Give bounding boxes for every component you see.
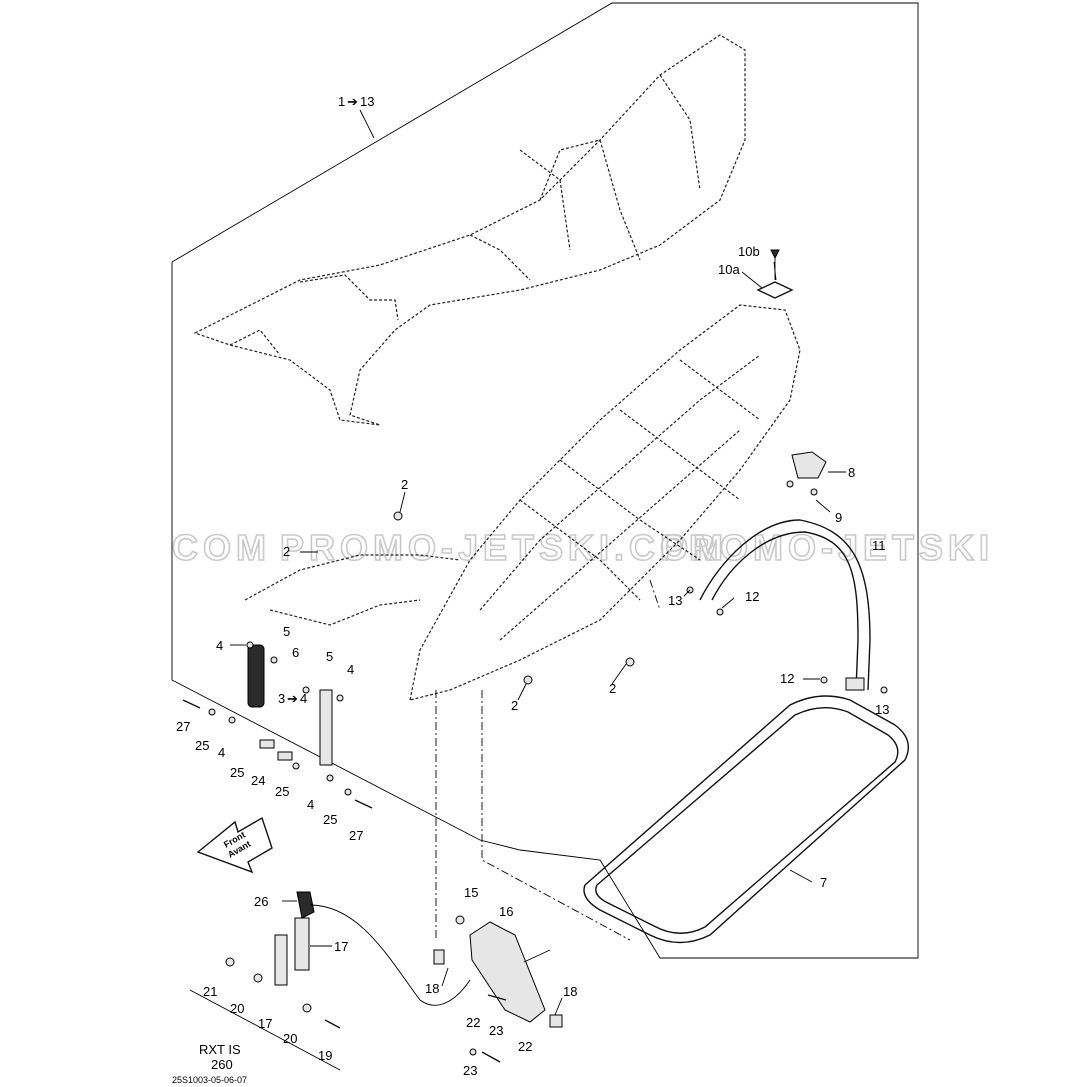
callout-2-top: 2 — [401, 477, 408, 492]
callout-20-a: 20 — [230, 1001, 244, 1016]
cable-line — [309, 904, 471, 1006]
callout-15: 15 — [464, 885, 478, 900]
callout-13-bottom: 13 — [875, 702, 889, 717]
watermark-left: COM — [172, 527, 271, 568]
callout-22-a: 22 — [466, 1015, 480, 1030]
seal-7 — [583, 695, 909, 944]
hinge-bracket-16 — [433, 915, 563, 1028]
callout-4-b: 4 — [347, 662, 354, 677]
callout-4-d: 4 — [307, 797, 314, 812]
callout-labels: 1 ➔ 13 10b 10a 8 9 11 2 2 2 2 13 12 12 1… — [176, 94, 889, 1078]
callout-18-a: 18 — [425, 981, 439, 996]
latch-8 — [786, 451, 827, 496]
watermark: COM PROMO-JETSKI.COM PROMO-JETSKI — [171, 526, 994, 569]
seat-base-frame — [244, 304, 801, 701]
callout-1: 1 — [338, 94, 345, 109]
callout-19: 19 — [318, 1048, 332, 1063]
callout-22-b: 22 — [518, 1039, 532, 1054]
callout-17-b: 17 — [258, 1016, 272, 1031]
callout-25-b: 25 — [230, 765, 244, 780]
callout-1-arrow: ➔ — [347, 94, 358, 109]
callout-1-range-end: 13 — [360, 94, 374, 109]
callout-2-left: 2 — [283, 544, 290, 559]
callout-16: 16 — [499, 904, 513, 919]
callout-4-a: 4 — [216, 638, 223, 653]
callout-3-arrow: ➔ — [287, 691, 298, 706]
callout-17-a: 17 — [334, 939, 348, 954]
callout-4-c: 4 — [218, 745, 225, 760]
callout-11: 11 — [872, 538, 886, 553]
callout-20-b: 20 — [283, 1031, 297, 1046]
variant-note-line2: 260 — [211, 1057, 233, 1072]
callout-3: 3 — [278, 691, 285, 706]
variant-note-line1: RXT IS — [199, 1042, 241, 1057]
watermark-middle: PROMO-JETSKI.COM — [280, 527, 728, 568]
callout-23-b: 23 — [463, 1063, 477, 1078]
variant-note: RXT IS 260 — [199, 1042, 241, 1072]
callout-12-bottom: 12 — [780, 671, 794, 686]
callout-26: 26 — [254, 894, 268, 909]
callout-2-bottom: 2 — [511, 698, 518, 713]
watermark-right: PROMO-JETSKI — [660, 527, 994, 568]
callout-23-a: 23 — [489, 1023, 503, 1038]
callout-27-b: 27 — [349, 828, 363, 843]
strap-11 — [699, 519, 871, 691]
callout-10b: 10b — [738, 244, 760, 259]
callout-25-a: 25 — [195, 738, 209, 753]
callout-25-d: 25 — [323, 812, 337, 827]
callout-13-top: 13 — [668, 593, 682, 608]
hinge-plate — [247, 644, 333, 766]
assembly-boundary-line — [171, 2, 919, 959]
callout-2-mid: 2 — [609, 681, 616, 696]
callout-12-top: 12 — [745, 589, 759, 604]
callout-5-b: 5 — [326, 649, 333, 664]
front-direction-arrow: Front Avant — [196, 816, 273, 874]
callout-18-b: 18 — [563, 984, 577, 999]
variant-group-bracket — [189, 989, 341, 1071]
callout-24: 24 — [251, 773, 265, 788]
callout-21: 21 — [203, 984, 217, 999]
guide-line-strap-anchor — [649, 579, 661, 611]
hardware-set — [182, 511, 888, 809]
callout-8: 8 — [848, 465, 855, 480]
gas-spring-17 — [225, 891, 507, 1063]
callout-10a: 10a — [718, 262, 740, 277]
callout-25-c: 25 — [275, 784, 289, 799]
callout-27-a: 27 — [176, 719, 190, 734]
seat-cover — [193, 34, 746, 426]
callout-5-a: 5 — [283, 624, 290, 639]
callout-7: 7 — [820, 875, 827, 890]
drawing-number: 25S1003-05-06-07 — [172, 1075, 247, 1085]
callout-leaders — [230, 109, 846, 1016]
callout-9: 9 — [835, 510, 842, 525]
callout-3-range-end: 4 — [300, 691, 307, 706]
callout-6: 6 — [292, 645, 299, 660]
